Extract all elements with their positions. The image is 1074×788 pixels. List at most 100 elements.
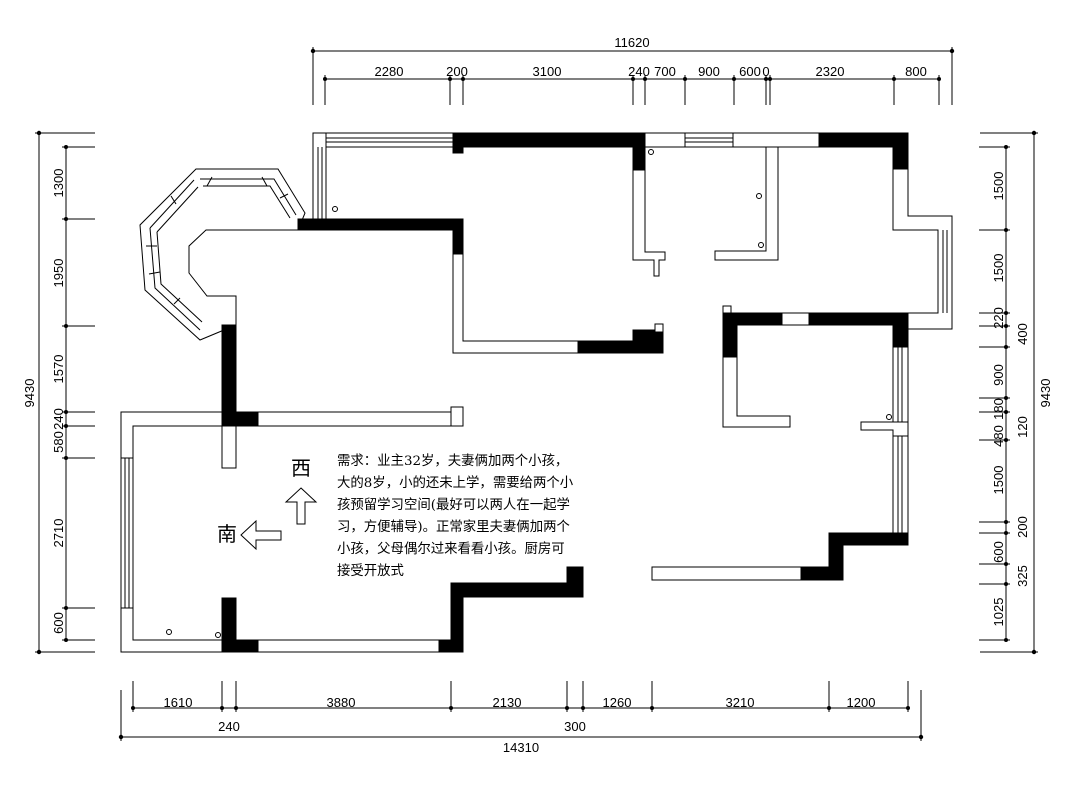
dim-right-a6: 480 <box>991 425 1006 447</box>
right-dimensions: 9430 1500 1500 220 900 180 480 1500 600 … <box>979 130 1053 655</box>
dim-top-total: 11620 <box>614 35 649 50</box>
dim-top-8: 0 <box>762 64 769 79</box>
arrow-up-icon <box>284 487 318 525</box>
top-ticks-dot-5 <box>683 77 687 81</box>
dim-top-6: 900 <box>698 64 720 79</box>
bottom-ticks-dot-6 <box>650 706 654 710</box>
wall-top-1 <box>452 132 646 148</box>
top-ticks-dot-3 <box>631 77 635 81</box>
wall-right-room-corner-2 <box>892 324 909 348</box>
dim-bottom-7: 240 <box>218 719 240 734</box>
wall-top-2 <box>632 146 646 171</box>
left-ticks-dot-1 <box>64 217 68 221</box>
right-room-window <box>892 346 909 423</box>
top-ticks-dot-6 <box>732 77 736 81</box>
top-dimensions: 11620 2280 200 3100 240 700 900 600 0 23… <box>310 35 955 105</box>
requirements-note: 需求：业主32岁，夫妻俩加两个小孩， 大的8岁，小的还未上学，需要给两个小 孩预… <box>337 454 574 579</box>
top-left-window <box>312 132 454 148</box>
dim-bottom-1: 1610 <box>164 695 193 710</box>
dim-bottom-total: 14310 <box>503 740 539 755</box>
right-lower-window <box>892 435 909 534</box>
left-ticks-dot-7 <box>64 638 68 642</box>
wall-right-room-top <box>722 312 783 326</box>
left-ticks-dot-2 <box>64 324 68 328</box>
right-ticks-dot-6 <box>1004 410 1008 414</box>
right-ticks-dot-7 <box>1004 438 1008 442</box>
wall-right-room-corner <box>722 324 738 358</box>
compass: 西 南 <box>217 456 318 551</box>
top-ticks-dot-4 <box>643 77 647 81</box>
dim-left-5: 580 <box>51 431 66 453</box>
left-ticks-dot-3 <box>64 410 68 414</box>
bottom-ticks-dot-7 <box>827 706 831 710</box>
right-ticks-dot-11 <box>1004 582 1008 586</box>
bottom-ticks-dot-1 <box>220 706 224 710</box>
bottom-dimensions: 1610 3880 2130 1260 3210 1200 240 300 14… <box>118 681 924 755</box>
dim-right-total: 9430 <box>1038 379 1053 408</box>
top-ticks-dot-9 <box>892 77 896 81</box>
dim-bottom-2: 3880 <box>327 695 356 710</box>
right-ticks-dot-5 <box>1004 396 1008 400</box>
dim-bottom-4: 1260 <box>603 695 632 710</box>
wall-bottom-left-black-2 <box>221 639 259 653</box>
dim-top-3: 3100 <box>533 64 562 79</box>
right-ticks-dot-9 <box>1004 531 1008 535</box>
fixture-marks <box>166 149 892 638</box>
dim-right-a8: 600 <box>991 541 1006 563</box>
left-dimensions: 9430 1300 1950 1570 240 580 2710 600 <box>22 130 95 655</box>
bottom-ticks-dot-8 <box>906 706 910 710</box>
bottom-ticks-dot-5 <box>581 706 585 710</box>
bottom-ticks-dot-2 <box>234 706 238 710</box>
dim-left-3: 1570 <box>51 355 66 384</box>
wall-top-right <box>818 132 909 148</box>
right-ticks-dot-10 <box>1004 562 1008 566</box>
dim-top-1: 2280 <box>375 64 404 79</box>
dim-right-a3: 220 <box>991 307 1006 329</box>
south-label: 南 <box>217 522 237 546</box>
top-ticks-dot-7 <box>764 77 768 81</box>
top-ticks-dot-1 <box>448 77 452 81</box>
right-window <box>942 230 948 313</box>
right-ticks-dot-4 <box>1004 345 1008 349</box>
wall-bottom-step <box>438 566 584 653</box>
wall-bottom-right-step <box>800 532 909 581</box>
wall-mid-black-2 <box>632 329 664 345</box>
dim-right-a9: 1025 <box>991 598 1006 627</box>
dim-right-b4: 325 <box>1015 565 1030 587</box>
dim-right-a1: 1500 <box>991 172 1006 201</box>
wall-right-room-top-2 <box>808 312 909 326</box>
left-ticks-dot-4 <box>64 424 68 428</box>
dim-right-a2: 1500 <box>991 254 1006 283</box>
right-ticks-dot-3 <box>1004 324 1008 328</box>
dim-bottom-8: 300 <box>564 719 586 734</box>
dim-right-b1: 400 <box>1015 323 1030 345</box>
dim-right-b2: 120 <box>1015 416 1030 438</box>
dim-left-total: 9430 <box>22 379 37 408</box>
dim-top-2: 200 <box>446 64 468 79</box>
walls <box>120 132 953 653</box>
right-ticks-dot-8 <box>1004 520 1008 524</box>
dim-right-a7: 1500 <box>991 466 1006 495</box>
bottom-ticks-dot-0 <box>131 706 135 710</box>
wall-top-1b <box>452 146 464 154</box>
dim-bottom-3: 2130 <box>493 695 522 710</box>
bottom-ticks-dot-3 <box>449 706 453 710</box>
right-ticks-dot-2 <box>1004 311 1008 315</box>
wall-upper-room-bottom <box>297 218 464 255</box>
upper-left-window <box>312 132 327 224</box>
left-ticks-dot-5 <box>64 456 68 460</box>
bottom-ticks-dot-4 <box>565 706 569 710</box>
left-ticks-dot-6 <box>64 606 68 610</box>
right-ticks-dot-12 <box>1004 638 1008 642</box>
dim-right-b3: 200 <box>1015 516 1030 538</box>
arrow-left-icon <box>240 519 282 551</box>
top-middle-window <box>644 132 820 148</box>
top-ticks-dot-8 <box>768 77 772 81</box>
dim-left-1: 1300 <box>51 169 66 198</box>
top-ticks-dot-2 <box>461 77 465 81</box>
dim-left-6: 2710 <box>51 519 66 548</box>
left-window <box>120 457 134 609</box>
dim-top-9: 2320 <box>816 64 845 79</box>
top-ticks-dot-10 <box>937 77 941 81</box>
